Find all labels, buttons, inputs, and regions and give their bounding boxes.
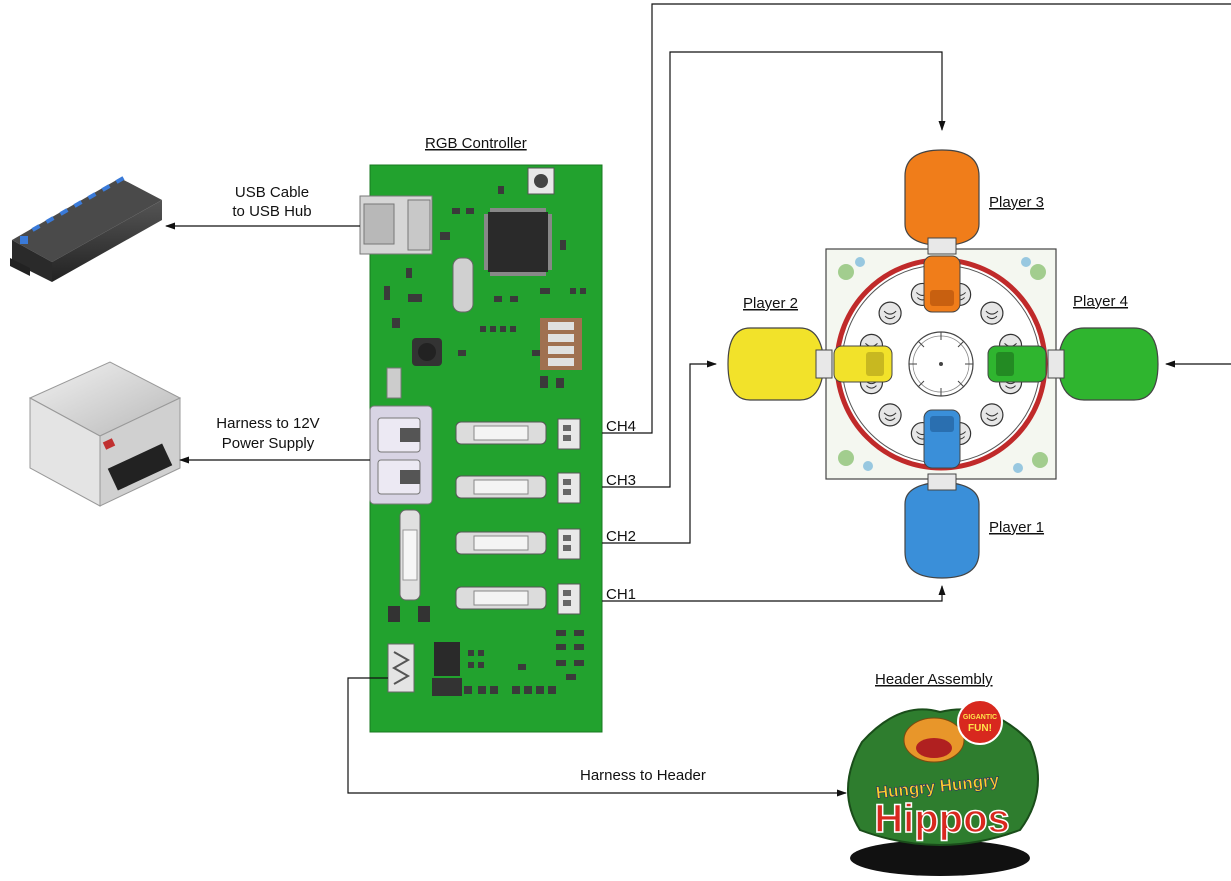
usb-hub-image (10, 176, 162, 282)
harness-header-label: Harness to Header (580, 767, 706, 784)
ch2-connector (558, 529, 580, 559)
logo-badge-line2: FUN! (968, 723, 992, 734)
ch3-connector (558, 473, 580, 503)
ch1-wire (602, 586, 942, 601)
player3-label: Player 3 (989, 194, 1044, 211)
ch2-wire (602, 364, 716, 543)
ch3-fuse (456, 476, 546, 498)
logo-line2: Hippos (874, 797, 1010, 841)
ch4-label: CH4 (606, 418, 636, 435)
marble (981, 302, 1003, 324)
harness-12v-label-line2: Power Supply (222, 435, 315, 452)
header-assembly-label: Header Assembly (875, 671, 993, 688)
player1-label: Player 1 (989, 519, 1044, 536)
ch4-connector (558, 419, 580, 449)
marble (879, 302, 901, 324)
power-supply-image (30, 362, 180, 506)
ch3-label: CH3 (606, 472, 636, 489)
ch1-connector (558, 584, 580, 614)
wires (166, 4, 1231, 793)
logo-badge-line1: GIGANTIC (963, 714, 997, 721)
ch4-fuse (456, 422, 546, 444)
ch1-fuse (456, 587, 546, 609)
rgb-controller-label: RGB Controller (425, 135, 527, 152)
ch1-label: CH1 (606, 586, 636, 603)
hungry-hungry-hippos-logo: GIGANTIC FUN! Hungry Hungry Hippos (848, 700, 1038, 876)
ch2-fuse (456, 532, 546, 554)
marble (981, 404, 1003, 426)
player4-label: Player 4 (1073, 293, 1128, 310)
player2-label: Player 2 (743, 295, 798, 312)
harness-12v-label-line1: Harness to 12V (216, 415, 319, 432)
marble (879, 404, 901, 426)
ch2-label: CH2 (606, 528, 636, 545)
usb-cable-label-line1: USB Cable (235, 184, 309, 201)
usb-cable-label-line2: to USB Hub (232, 203, 311, 220)
